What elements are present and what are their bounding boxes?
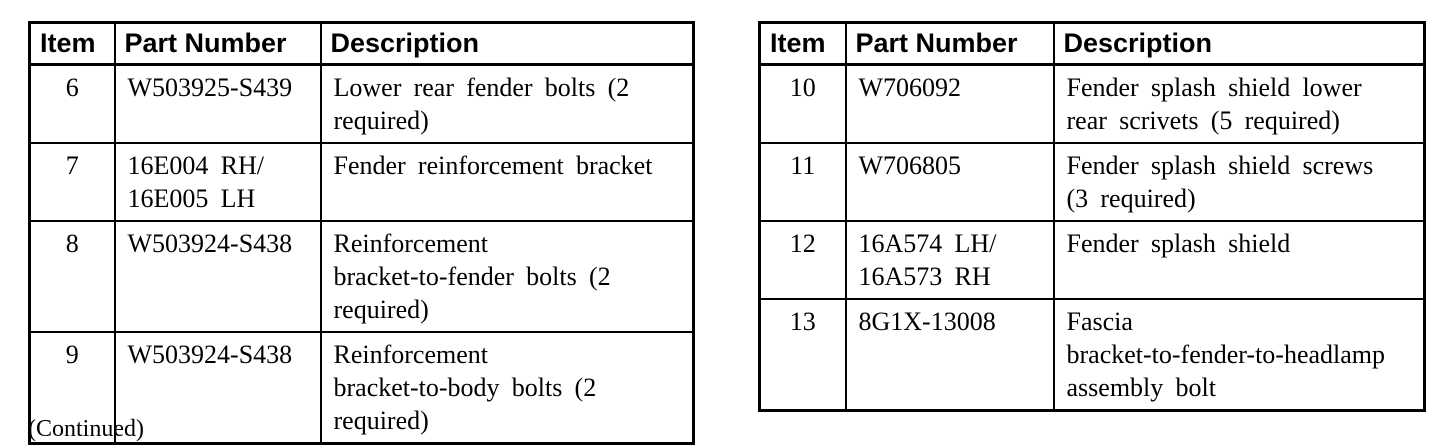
cell-item-number: 10: [758, 63, 847, 144]
table-row: 12 16A574 LH/ 16A573 RH Fender splash sh…: [758, 220, 1426, 300]
cell-item-number: 6: [28, 63, 116, 144]
cell-item-number: 9: [28, 331, 116, 445]
cell-part-number: W503924-S438: [113, 331, 322, 445]
table-header-row: Item Part Number Description: [28, 21, 695, 66]
cell-description: Reinforcement bracket-to-fender bolts (2…: [319, 220, 695, 333]
cell-item-number: 13: [758, 298, 847, 412]
cell-description: Fender reinforcement bracket: [319, 142, 695, 222]
cell-part-number: W503924-S438: [113, 220, 322, 333]
cell-item-number: 11: [758, 142, 847, 222]
cell-part-number: 8G1X-13008: [844, 298, 1055, 412]
cell-description: Fascia bracket-to-fender-to-headlamp ass…: [1052, 298, 1426, 412]
cell-description: Fender splash shield lower rear scrivets…: [1052, 63, 1426, 144]
column-header-part-number: Part Number: [844, 21, 1055, 66]
cell-description: Reinforcement bracket-to-body bolts (2 r…: [319, 331, 695, 445]
table-row: 7 16E004 RH/ 16E005 LH Fender reinforcem…: [28, 142, 695, 222]
table-row: 11 W706805 Fender splash shield screws (…: [758, 142, 1426, 222]
cell-part-number: 16E004 RH/ 16E005 LH: [113, 142, 322, 222]
cell-part-number: W706092: [844, 63, 1055, 144]
cell-description: Lower rear fender bolts (2 required): [319, 63, 695, 144]
parts-table-left: Item Part Number Description 6 W503925-S…: [28, 21, 695, 445]
table-row: 13 8G1X-13008 Fascia bracket-to-fender-t…: [758, 298, 1426, 412]
column-header-part-number: Part Number: [113, 21, 322, 66]
table-header-row: Item Part Number Description: [758, 21, 1426, 66]
cell-item-number: 8: [28, 220, 116, 333]
continued-note: (Continued): [28, 416, 144, 442]
cell-description: Fender splash shield screws (3 required): [1052, 142, 1426, 222]
cell-item-number: 12: [758, 220, 847, 300]
table-row: 8 W503924-S438 Reinforcement bracket-to-…: [28, 220, 695, 333]
cell-part-number: W503925-S439: [113, 63, 322, 144]
column-header-item: Item: [758, 21, 847, 66]
cell-part-number: 16A574 LH/ 16A573 RH: [844, 220, 1055, 300]
cell-part-number: W706805: [844, 142, 1055, 222]
column-header-description: Description: [1052, 21, 1426, 66]
table-row: 6 W503925-S439 Lower rear fender bolts (…: [28, 63, 695, 144]
column-header-item: Item: [28, 21, 116, 66]
table-row: 9 W503924-S438 Reinforcement bracket-to-…: [28, 331, 695, 445]
parts-table-right: Item Part Number Description 10 W706092 …: [758, 21, 1426, 412]
column-header-description: Description: [319, 21, 695, 66]
cell-item-number: 7: [28, 142, 116, 222]
table-row: 10 W706092 Fender splash shield lower re…: [758, 63, 1426, 144]
cell-description: Fender splash shield: [1052, 220, 1426, 300]
